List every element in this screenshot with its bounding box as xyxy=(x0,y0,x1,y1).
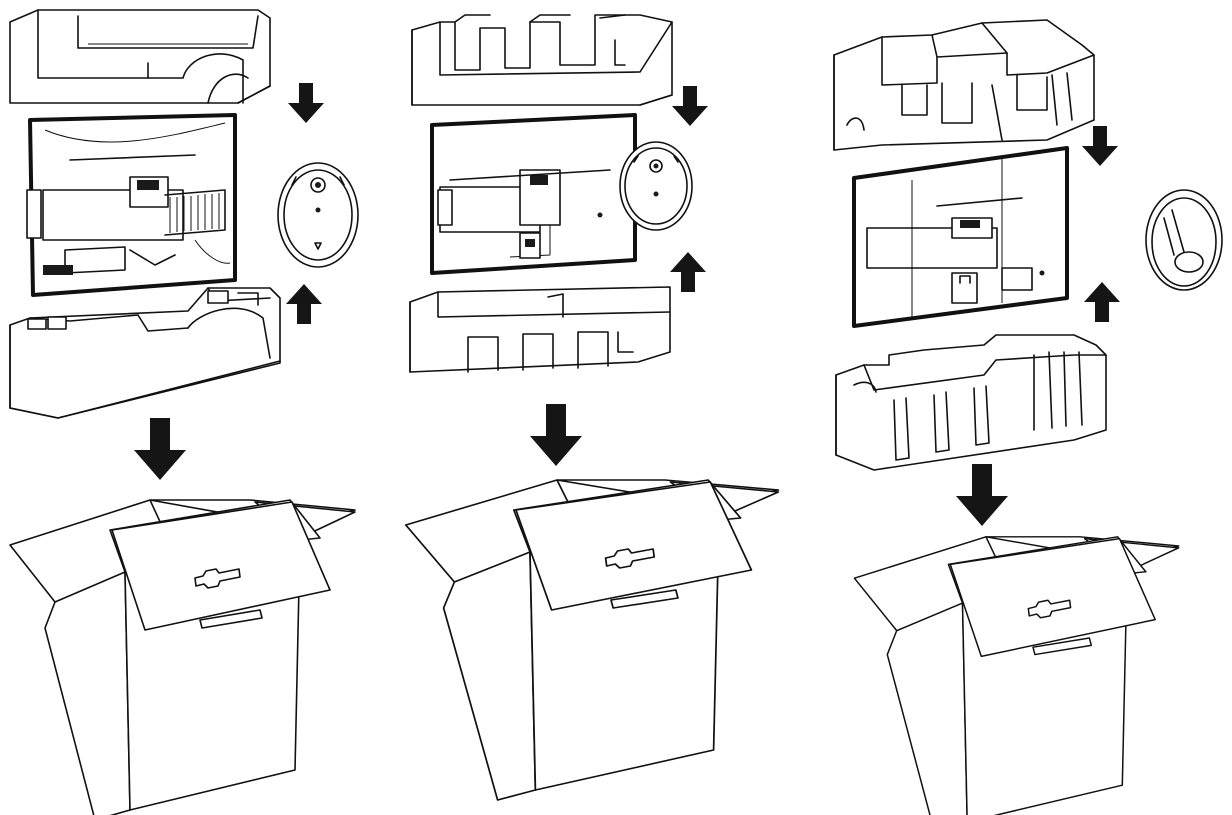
round-stand-base xyxy=(277,162,359,268)
packing-set-1 xyxy=(9,9,359,815)
arrow-up-icon xyxy=(286,284,322,324)
arrow-down-icon xyxy=(530,404,582,466)
arrow-down-icon xyxy=(288,83,324,123)
arrow-up-icon xyxy=(670,252,706,292)
open-carton-box xyxy=(9,499,356,815)
open-carton-box xyxy=(853,536,1180,815)
monitor-back xyxy=(852,146,1069,328)
packing-set-3 xyxy=(833,19,1223,815)
packing-set-2 xyxy=(404,14,780,801)
monitor-back xyxy=(430,113,637,275)
top-foam-insert xyxy=(833,19,1095,151)
round-stand-base xyxy=(619,141,693,231)
arrow-down-icon xyxy=(956,464,1008,526)
round-stand-base xyxy=(1145,189,1223,291)
arrow-down-icon xyxy=(672,86,708,126)
open-carton-box xyxy=(404,479,780,801)
arrow-down-icon xyxy=(134,418,186,480)
bottom-foam-insert xyxy=(835,334,1107,471)
arrow-down-icon xyxy=(1082,126,1118,166)
bottom-foam-insert xyxy=(9,287,281,419)
top-foam-insert xyxy=(9,9,271,104)
bottom-foam-insert xyxy=(409,286,671,373)
monitor-back xyxy=(26,113,237,297)
arrow-up-icon xyxy=(1084,282,1120,322)
top-foam-insert xyxy=(411,14,673,106)
